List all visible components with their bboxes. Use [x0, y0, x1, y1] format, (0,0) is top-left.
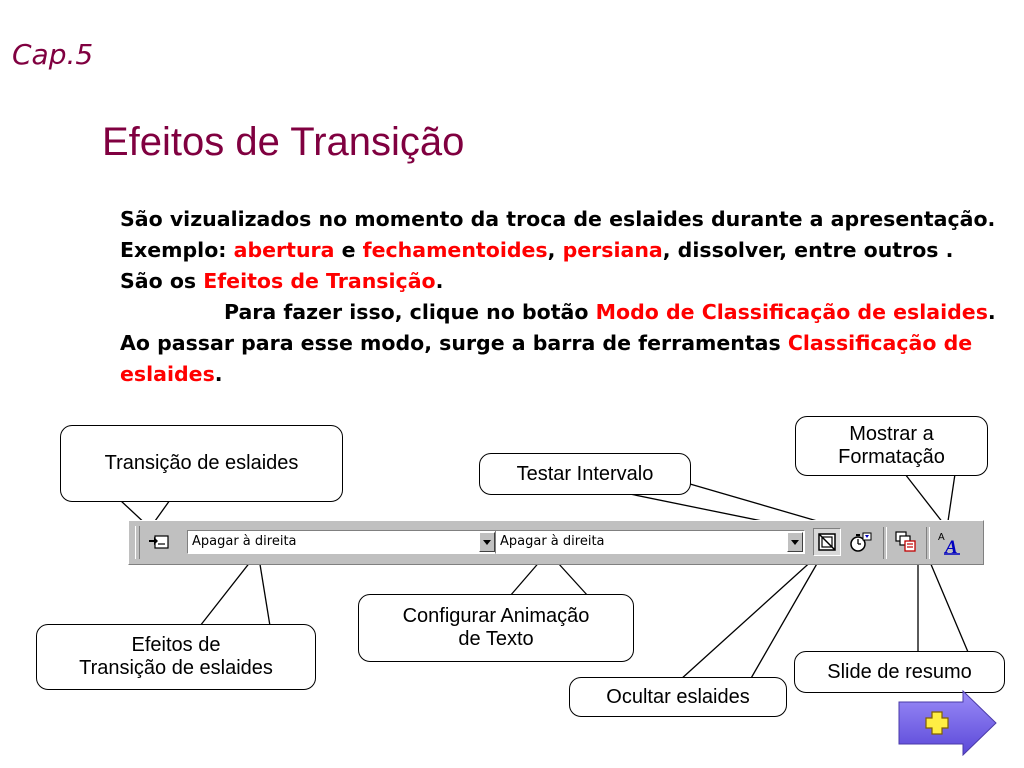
body-text-segment: . Ao passar para esse modo, surge a barr…	[120, 300, 996, 355]
body-text-segment: .	[214, 362, 223, 386]
body-text-segment: .	[435, 269, 444, 293]
callout-label: Slide de resumo	[827, 660, 972, 683]
callout-transicao-de-eslaides: Transição de eslaides	[60, 425, 343, 502]
show-formatting-button[interactable]: A A	[935, 528, 963, 556]
svg-text:A: A	[944, 537, 958, 555]
body-text-segment: Para fazer isso, clique no botão	[224, 300, 596, 324]
callout-label: Testar Intervalo	[516, 462, 654, 485]
highlight-fechamentoides: fechamentoides	[362, 238, 548, 262]
summary-slide-icon	[895, 531, 916, 552]
chapter-label: Cap.5	[12, 38, 94, 71]
highlight-efeitos-de-transicao: Efeitos de Transição	[203, 269, 436, 293]
hide-slide-icon	[818, 533, 836, 551]
highlight-abertura: abertura	[233, 238, 335, 262]
slide-transition-icon	[149, 535, 169, 549]
highlight-modo-classificacao: Modo de Classificação de eslaides	[595, 300, 988, 324]
hide-slide-button[interactable]	[813, 528, 841, 556]
body-text-segment: e	[334, 238, 363, 262]
slide-transition-effects-dropdown[interactable]: Apagar à direita	[187, 530, 497, 554]
rehearse-timings-icon	[850, 532, 872, 552]
slide-sorter-toolbar: Apagar à direita Apagar à direita	[128, 520, 984, 565]
next-slide-arrow-icon[interactable]	[897, 690, 999, 756]
callout-label: Mostrar a	[849, 423, 934, 445]
body-text-segment: ,	[547, 238, 563, 262]
chevron-down-icon[interactable]	[787, 532, 803, 552]
callout-label: Transição de eslaides	[104, 452, 299, 474]
callout-label: de Texto	[458, 628, 534, 650]
toolbar-separator	[883, 527, 887, 559]
rehearse-timings-button[interactable]	[847, 528, 875, 556]
dropdown-value: Apagar à direita	[500, 534, 605, 549]
body-text: São vizualizados no momento da troca de …	[120, 204, 1000, 390]
body-text-segment: São vizualizados no momento da troca de …	[120, 207, 996, 262]
callout-efeitos-de-transicao: Efeitos de Transição de eslaides	[36, 624, 316, 690]
dropdown-value: Apagar à direita	[192, 534, 297, 549]
svg-text:A: A	[938, 532, 945, 543]
callout-configurar-animacao: Configurar Animação de Texto	[358, 594, 634, 662]
callout-label: Formatação	[838, 446, 945, 468]
callout-ocultar-eslaides: Ocultar eslaides	[569, 677, 787, 717]
body-text-segment: , dissolver, entre outros . São os	[120, 238, 954, 293]
highlight-classificacao-eslaides: Classificação de eslaides	[120, 331, 973, 386]
slide-transition-button[interactable]	[145, 528, 173, 556]
callout-label: Configurar Animação	[402, 605, 590, 627]
page-title: Efeitos de Transição	[102, 120, 465, 164]
callout-label: Transição de eslaides	[79, 657, 273, 679]
toolbar-grip[interactable]	[135, 526, 140, 559]
callout-label: Efeitos de	[131, 634, 221, 656]
summary-slide-button[interactable]	[892, 528, 920, 556]
text-preset-animation-dropdown[interactable]: Apagar à direita	[495, 530, 805, 554]
show-formatting-icon: A A	[938, 532, 960, 555]
callout-mostrar-formatacao: Mostrar a Formatação	[795, 416, 988, 476]
toolbar-separator	[926, 527, 930, 559]
highlight-persiana: persiana	[562, 238, 663, 262]
callout-testar-intervalo: Testar Intervalo	[479, 453, 691, 495]
callout-slide-de-resumo: Slide de resumo	[794, 651, 1005, 693]
chevron-down-icon[interactable]	[479, 532, 495, 552]
callout-label: Ocultar eslaides	[606, 685, 750, 708]
